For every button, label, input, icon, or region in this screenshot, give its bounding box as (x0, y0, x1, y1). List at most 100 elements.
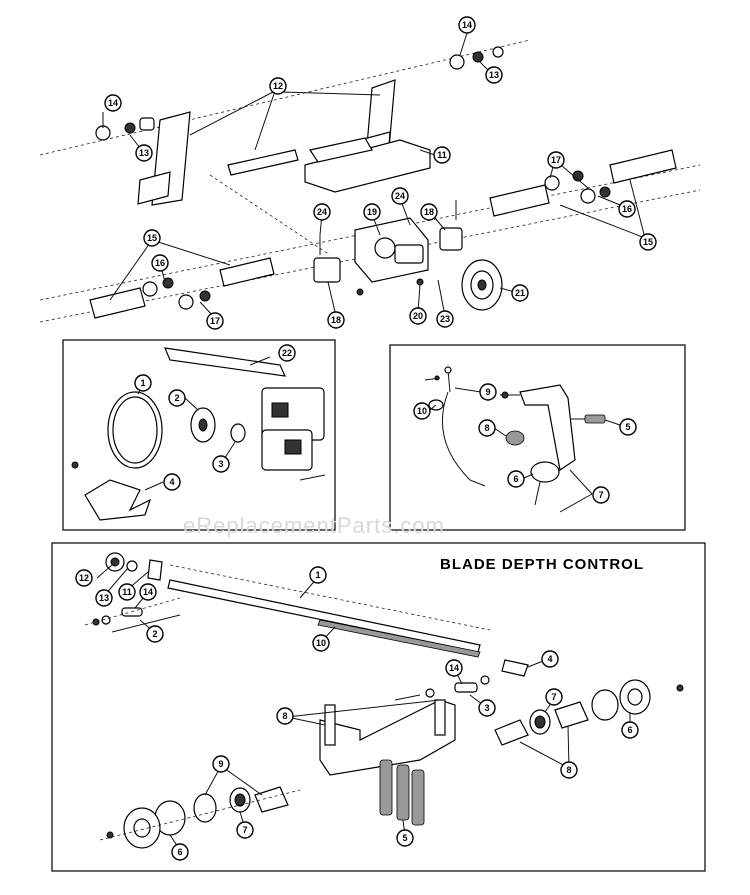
callout-17: 17 (547, 151, 565, 169)
callout-6: 6 (507, 470, 525, 488)
control-callouts: 9 10 8 5 6 7 (413, 383, 637, 504)
callout-14: 14 (104, 94, 122, 112)
callout-15: 15 (143, 229, 161, 247)
svg-text:24: 24 (317, 207, 327, 217)
watermark: eReplacementParts.com (183, 513, 445, 538)
svg-text:16: 16 (622, 204, 632, 214)
svg-text:18: 18 (424, 207, 434, 217)
svg-text:14: 14 (143, 587, 153, 597)
svg-text:6: 6 (177, 847, 182, 857)
svg-text:14: 14 (462, 20, 472, 30)
svg-text:2: 2 (174, 393, 179, 403)
callout-18: 18 (420, 203, 438, 221)
panel-title: BLADE DEPTH CONTROL (440, 556, 644, 573)
callout-8: 8 (276, 707, 294, 725)
callout-15: 15 (639, 233, 657, 251)
svg-text:13: 13 (489, 70, 499, 80)
svg-text:13: 13 (139, 148, 149, 158)
svg-text:14: 14 (108, 98, 118, 108)
svg-text:7: 7 (598, 490, 603, 500)
svg-text:13: 13 (99, 593, 109, 603)
svg-text:10: 10 (316, 638, 326, 648)
svg-text:16: 16 (155, 258, 165, 268)
callout-20: 20 (409, 307, 427, 325)
svg-text:11: 11 (437, 150, 447, 160)
svg-text:3: 3 (484, 703, 489, 713)
svg-text:7: 7 (242, 825, 247, 835)
svg-text:8: 8 (566, 765, 571, 775)
callout-14: 14 (445, 659, 463, 677)
callout-7: 7 (236, 821, 254, 839)
callout-14: 14 (458, 16, 476, 34)
callout-16: 16 (618, 200, 636, 218)
svg-text:5: 5 (402, 833, 407, 843)
svg-text:1: 1 (315, 570, 320, 580)
depth-callouts: 1 12 13 11 14 2 10 4 14 3 7 6 8 8 9 7 6 … (75, 566, 639, 861)
belt-callouts: 22 1 2 3 4 (134, 344, 296, 491)
svg-text:17: 17 (551, 155, 561, 165)
top-callouts: 14 13 12 14 13 11 17 16 15 24 19 24 18 1… (104, 16, 657, 330)
callout-3: 3 (478, 699, 496, 717)
callout-12: 12 (75, 569, 93, 587)
callout-4: 4 (163, 473, 181, 491)
svg-text:2: 2 (152, 629, 157, 639)
top-exploded-view (39, 32, 701, 323)
belt-drive-panel (62, 339, 336, 531)
svg-text:9: 9 (485, 387, 490, 397)
svg-text:6: 6 (513, 474, 518, 484)
callout-10: 10 (312, 634, 330, 652)
svg-text:24: 24 (395, 191, 405, 201)
callout-24: 24 (313, 203, 331, 221)
callout-11: 11 (118, 583, 136, 601)
svg-text:22: 22 (282, 348, 292, 358)
callout-23: 23 (436, 310, 454, 328)
callout-8: 8 (478, 419, 496, 437)
svg-text:8: 8 (282, 711, 287, 721)
svg-text:15: 15 (147, 233, 157, 243)
svg-text:10: 10 (417, 406, 427, 416)
svg-text:15: 15 (643, 237, 653, 247)
callout-7: 7 (545, 688, 563, 706)
svg-text:3: 3 (218, 459, 223, 469)
callout-22: 22 (278, 344, 296, 362)
svg-text:4: 4 (547, 654, 552, 664)
svg-text:11: 11 (122, 587, 132, 597)
svg-text:5: 5 (625, 422, 630, 432)
svg-text:4: 4 (169, 477, 174, 487)
svg-text:17: 17 (210, 316, 220, 326)
callout-12: 12 (269, 77, 287, 95)
callout-17: 17 (206, 312, 224, 330)
callout-13: 13 (95, 589, 113, 607)
callout-14: 14 (139, 583, 157, 601)
callout-8: 8 (560, 761, 578, 779)
svg-text:1: 1 (140, 378, 145, 388)
svg-text:7: 7 (551, 692, 556, 702)
svg-text:12: 12 (79, 573, 89, 583)
svg-text:20: 20 (413, 311, 423, 321)
svg-text:23: 23 (440, 314, 450, 324)
svg-text:9: 9 (218, 759, 223, 769)
callout-13: 13 (485, 66, 503, 84)
callout-1: 1 (134, 374, 152, 392)
callout-9: 9 (479, 383, 497, 401)
callout-21: 21 (511, 284, 529, 302)
callout-6: 6 (621, 721, 639, 739)
svg-text:14: 14 (449, 663, 459, 673)
callout-9: 9 (212, 755, 230, 773)
callout-11: 11 (433, 146, 451, 164)
callout-16: 16 (151, 254, 169, 272)
callout-13: 13 (135, 144, 153, 162)
callout-4: 4 (541, 650, 559, 668)
svg-text:8: 8 (484, 423, 489, 433)
callout-7: 7 (592, 486, 610, 504)
callout-1: 1 (309, 566, 327, 584)
callout-5: 5 (396, 829, 414, 847)
svg-text:18: 18 (331, 315, 341, 325)
callout-18: 18 (327, 311, 345, 329)
callout-2: 2 (168, 389, 186, 407)
svg-text:21: 21 (515, 288, 525, 298)
svg-text:12: 12 (273, 81, 283, 91)
callout-19: 19 (363, 203, 381, 221)
svg-text:6: 6 (627, 725, 632, 735)
